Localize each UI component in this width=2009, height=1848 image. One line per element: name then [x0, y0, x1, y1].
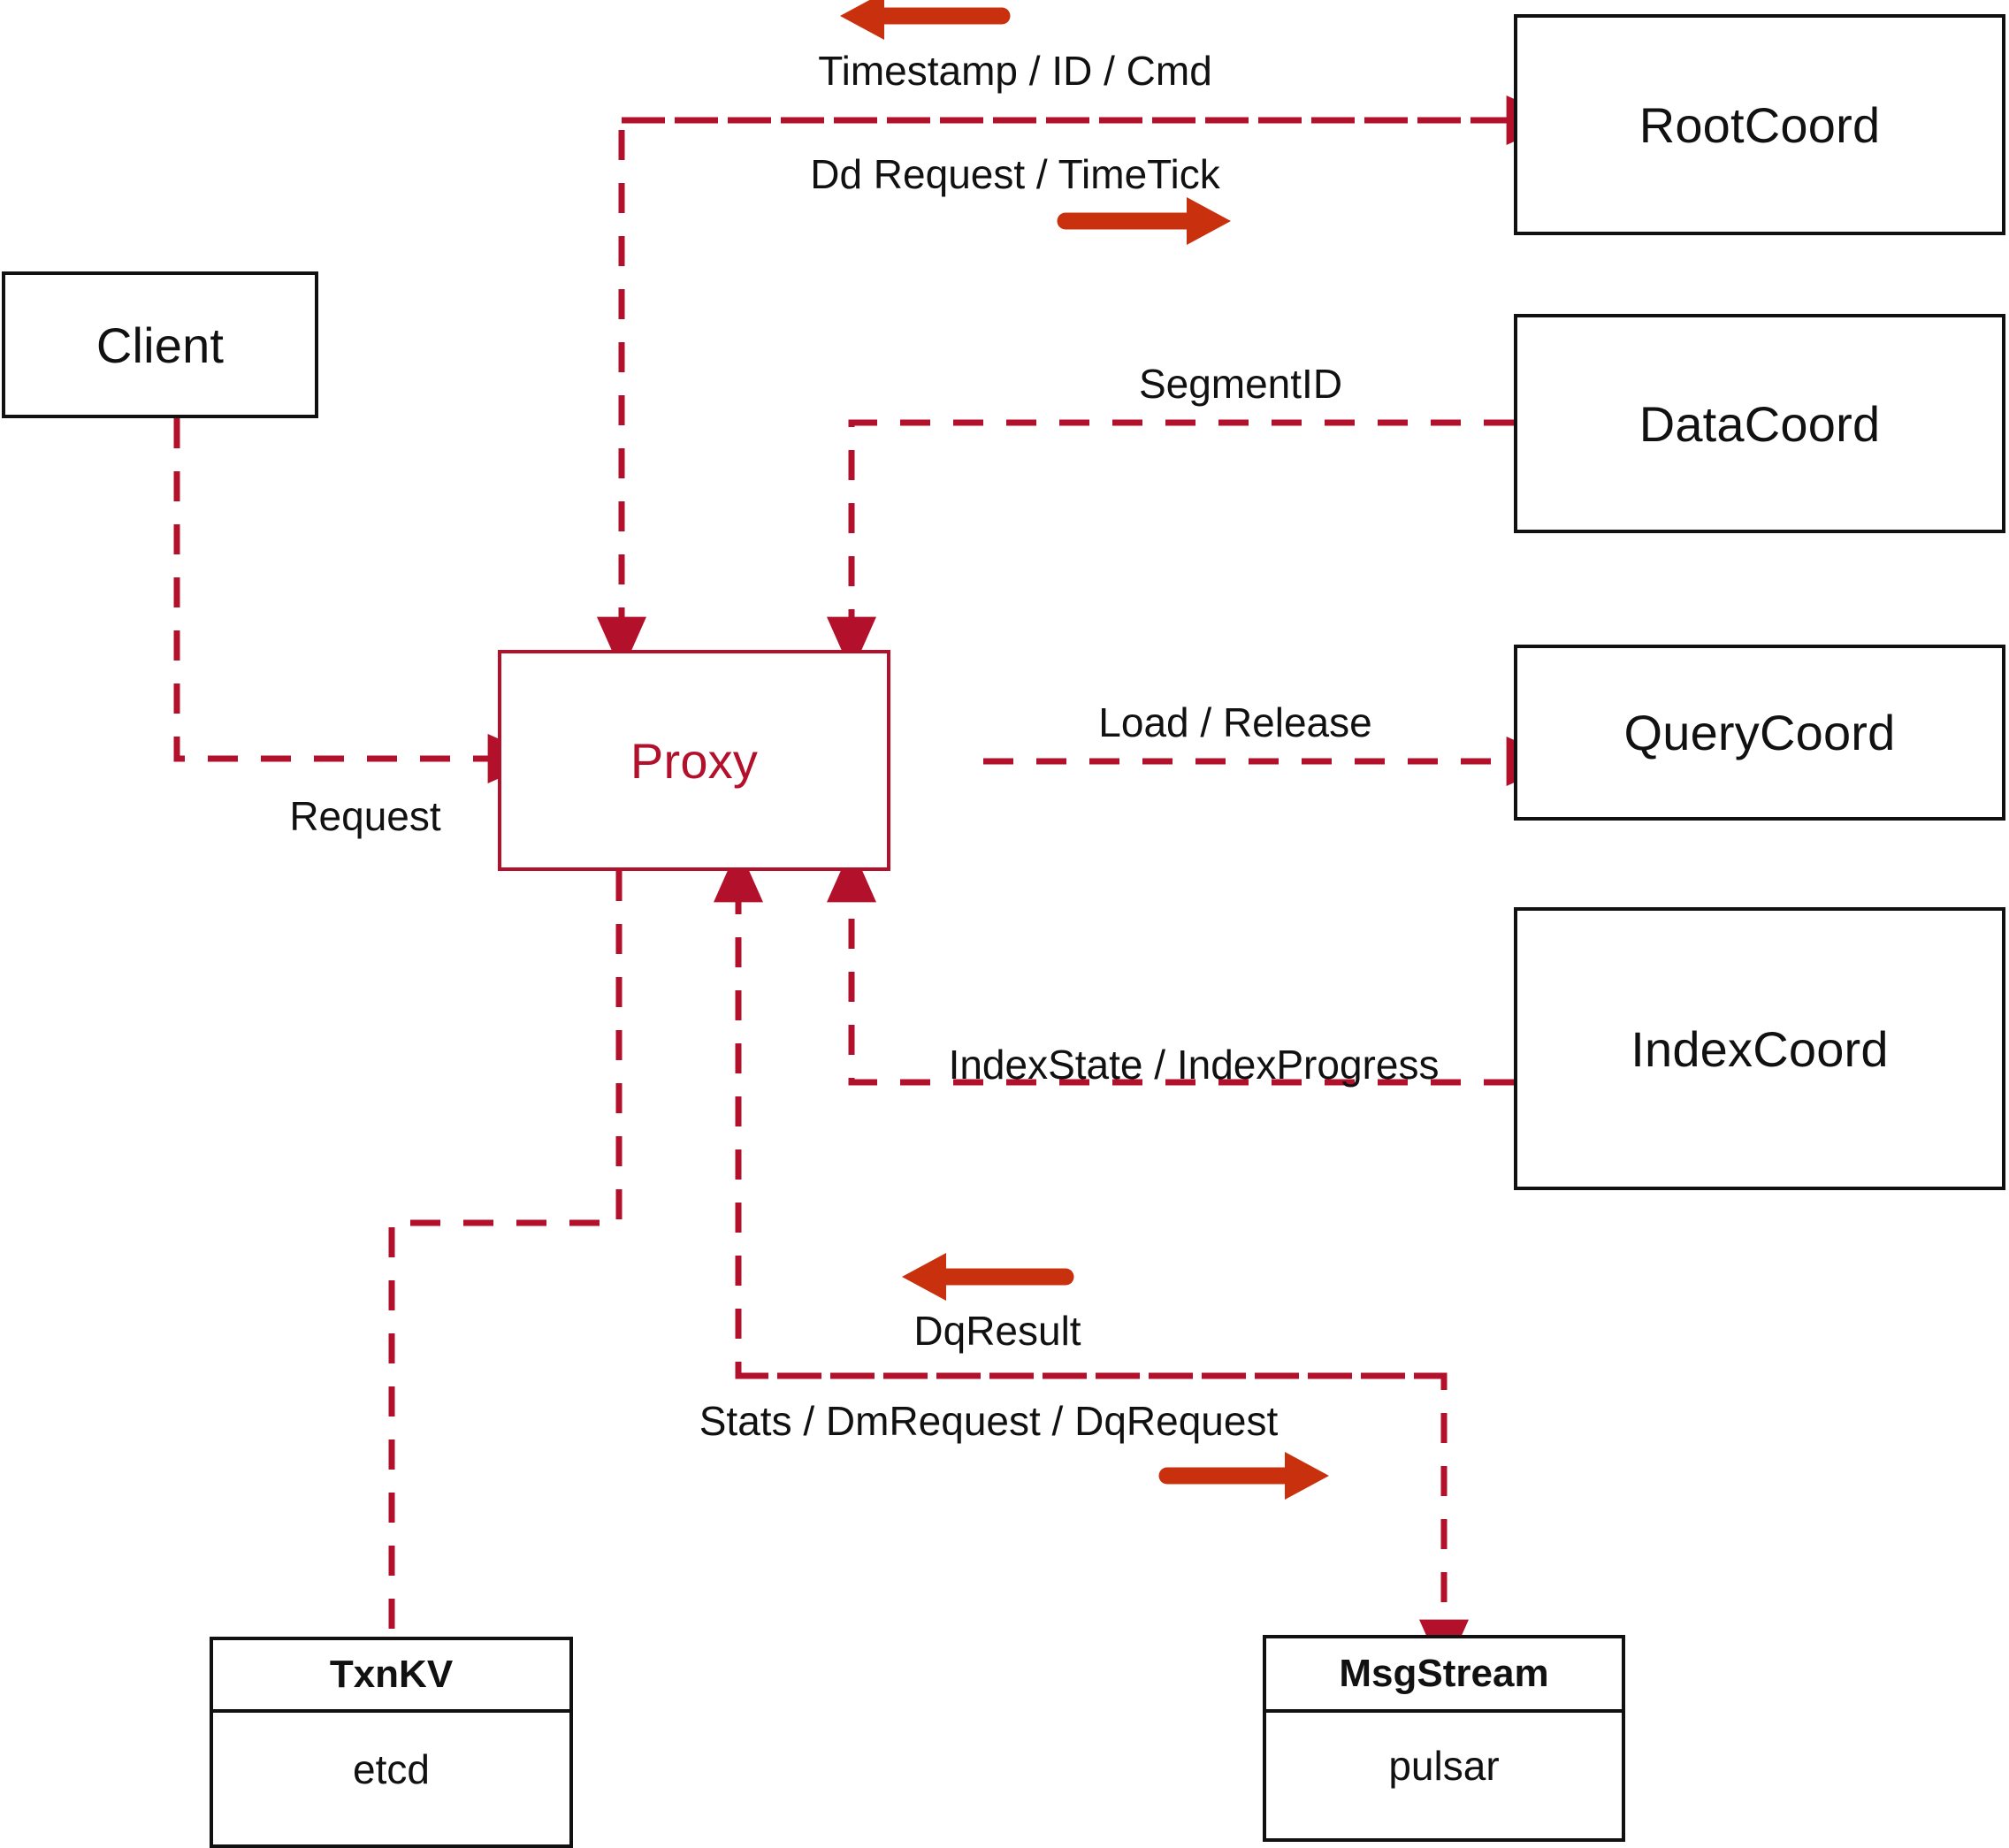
edge-label-dd-request-timetick: Dd Request / TimeTick	[810, 151, 1220, 197]
node-querycoord-label: QueryCoord	[1623, 705, 1896, 760]
edge-label-indexstate-indexprogress: IndexState / IndexProgress	[948, 1042, 1440, 1088]
direction-arrow-right-ddrequest-icon	[1057, 197, 1231, 245]
direction-arrow-right-stats-icon	[1158, 1452, 1329, 1500]
wire-msgstream-to-proxy	[714, 846, 1444, 1379]
edge-label-dqresult: DqResult	[913, 1308, 1081, 1354]
edge-label-timestamp-id-cmd: Timestamp / ID / Cmd	[818, 48, 1212, 94]
node-datacoord[interactable]: DataCoord	[1514, 314, 2005, 533]
node-proxy-label: Proxy	[630, 732, 759, 789]
node-indexcoord[interactable]: IndexCoord	[1514, 907, 2005, 1190]
store-txnkv-impl: etcd	[353, 1745, 430, 1792]
direction-arrow-left-dqresult-icon	[902, 1253, 1074, 1301]
direction-arrow-left-timestamp-icon	[840, 0, 1011, 40]
store-msgstream-body: pulsar	[1266, 1713, 1622, 1838]
edge-label-segmentid: SegmentID	[1138, 361, 1343, 407]
node-client-label: Client	[95, 317, 225, 373]
node-querycoord[interactable]: QueryCoord	[1514, 645, 2005, 821]
store-txnkv-header: TxnKV	[213, 1640, 569, 1713]
node-datacoord-label: DataCoord	[1639, 395, 1881, 452]
store-txnkv-title: TxnKV	[329, 1653, 454, 1696]
edge-label-request: Request	[289, 793, 441, 839]
store-txnkv[interactable]: TxnKV etcd	[210, 1637, 573, 1848]
store-msgstream-title: MsgStream	[1339, 1652, 1549, 1695]
store-msgstream[interactable]: MsgStream pulsar	[1263, 1635, 1625, 1842]
edge-label-stats-dmrequest-dqrequest: Stats / DmRequest / DqRequest	[699, 1398, 1279, 1444]
store-txnkv-body: etcd	[213, 1713, 569, 1844]
store-msgstream-header: MsgStream	[1266, 1638, 1622, 1713]
edge-label-load-release: Load / Release	[1098, 699, 1372, 745]
node-rootcoord[interactable]: RootCoord	[1514, 14, 2005, 235]
store-msgstream-impl: pulsar	[1388, 1743, 1500, 1789]
wire-datacoord-to-proxy	[827, 419, 1514, 673]
node-rootcoord-label: RootCoord	[1639, 96, 1881, 153]
wire-proxy-to-txnkv	[388, 871, 623, 1637]
node-proxy[interactable]: Proxy	[498, 650, 890, 871]
node-client[interactable]: Client	[2, 271, 318, 418]
wire-client-to-proxy	[173, 418, 544, 783]
node-indexcoord-label: IndexCoord	[1631, 1020, 1889, 1077]
